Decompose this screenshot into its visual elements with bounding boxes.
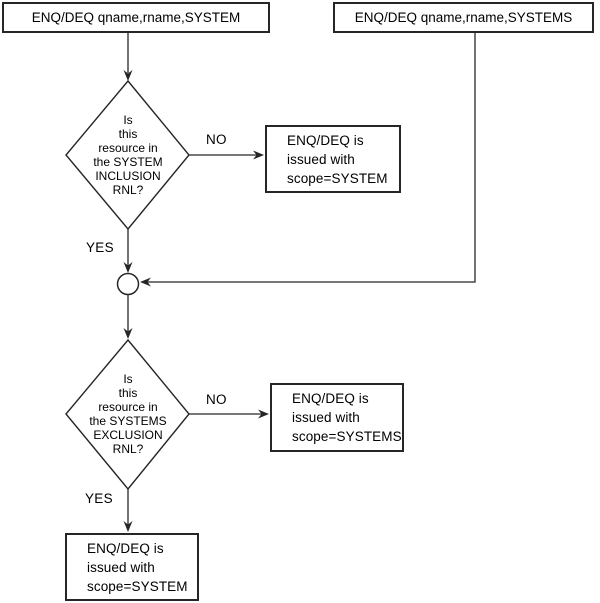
result-box-scope-system-bottom: ENQ/DEQ is issued with scope=SYSTEM bbox=[65, 533, 199, 601]
arrowheads bbox=[123, 70, 269, 532]
edge-label-yes-exclusion: YES bbox=[85, 491, 113, 506]
edge-label-no-exclusion: NO bbox=[206, 392, 227, 407]
connector-lines bbox=[127, 33, 476, 525]
decision-exclusion-label: Is this resource in the SYSTEMS EXCLUSIO… bbox=[89, 372, 167, 456]
start-box-systems-label: ENQ/DEQ qname,rname,SYSTEMS bbox=[354, 9, 573, 25]
result-scope-systems-label: ENQ/DEQ is issued with scope=SYSTEMS bbox=[292, 391, 402, 444]
result-box-scope-systems: ENQ/DEQ is issued with scope=SYSTEMS bbox=[270, 383, 404, 452]
result-scope-system-bottom-label: ENQ/DEQ is issued with scope=SYSTEM bbox=[87, 540, 188, 594]
result-box-scope-system-top: ENQ/DEQ is issued with scope=SYSTEM bbox=[265, 125, 401, 193]
start-box-systems: ENQ/DEQ qname,rname,SYSTEMS bbox=[333, 2, 594, 33]
edge-label-no-inclusion: NO bbox=[206, 132, 227, 147]
result-scope-system-top-label: ENQ/DEQ is issued with scope=SYSTEM bbox=[287, 132, 388, 186]
start-box-system-label: ENQ/DEQ qname,rname,SYSTEM bbox=[31, 9, 241, 25]
junction-circle bbox=[116, 272, 140, 296]
decision-diamond-inclusion bbox=[65, 79, 190, 231]
decision-inclusion-label: Is this resource in the SYSTEM INCLUSION… bbox=[93, 113, 163, 197]
edge-label-yes-inclusion: YES bbox=[86, 240, 114, 255]
start-box-system: ENQ/DEQ qname,rname,SYSTEM bbox=[2, 2, 270, 33]
decision-diamond-exclusion bbox=[65, 338, 190, 491]
